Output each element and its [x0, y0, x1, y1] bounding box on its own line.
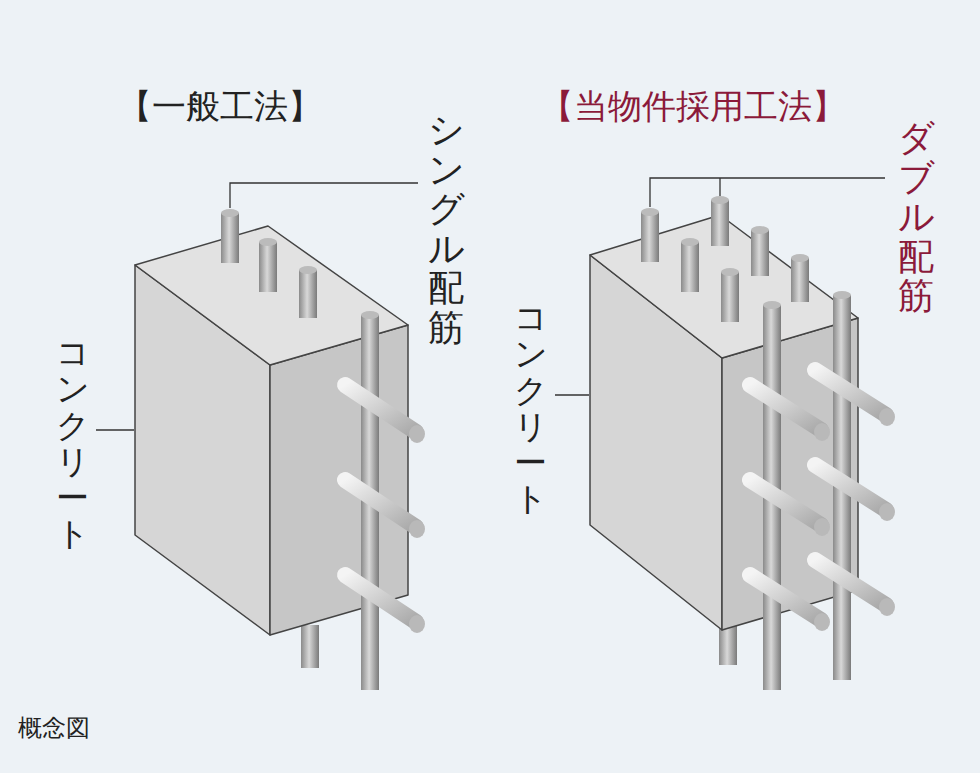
rebar	[641, 196, 895, 690]
rebar	[221, 209, 425, 690]
caption: 概念図	[18, 712, 90, 744]
rebar-label: ダブル配筋	[898, 118, 934, 316]
method-title: 【一般工法】	[118, 84, 322, 130]
material-label: コンクリート	[514, 300, 547, 518]
concrete-block	[590, 215, 858, 665]
method-title: 【当物件採用工法】	[540, 84, 846, 130]
material-label: コンクリート	[56, 335, 89, 553]
rebar-label: シングル配筋	[428, 110, 464, 348]
leader-line	[96, 178, 885, 430]
